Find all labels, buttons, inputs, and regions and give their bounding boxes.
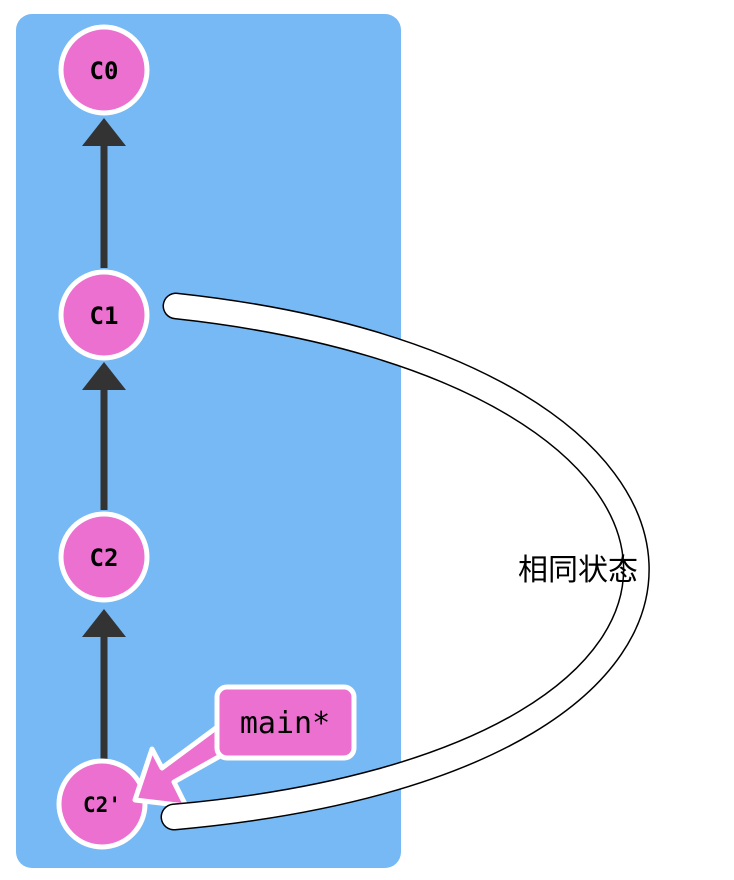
edge-c2p-c2 <box>82 609 126 760</box>
edge-c2-c1 <box>82 362 126 510</box>
commit-c2-label: C2 <box>90 544 119 572</box>
branch-main[interactable]: main* <box>132 684 357 809</box>
commit-c2-prime-label: C2' <box>83 793 121 817</box>
commit-c1[interactable]: C1 <box>58 269 150 361</box>
commit-c2[interactable]: C2 <box>58 511 150 603</box>
same-state-connector <box>160 292 650 831</box>
graph-panel <box>16 14 401 868</box>
commit-c1-label: C1 <box>90 302 119 330</box>
edge-c1-c0 <box>82 118 126 268</box>
commit-c0[interactable]: C0 <box>58 24 150 116</box>
same-state-annotation: 相同状态 <box>518 553 638 588</box>
commit-c0-label: C0 <box>90 57 119 85</box>
branch-label: main* <box>240 706 330 741</box>
branch-label-box <box>214 684 357 761</box>
commit-c2-prime[interactable]: C2' <box>56 758 148 850</box>
